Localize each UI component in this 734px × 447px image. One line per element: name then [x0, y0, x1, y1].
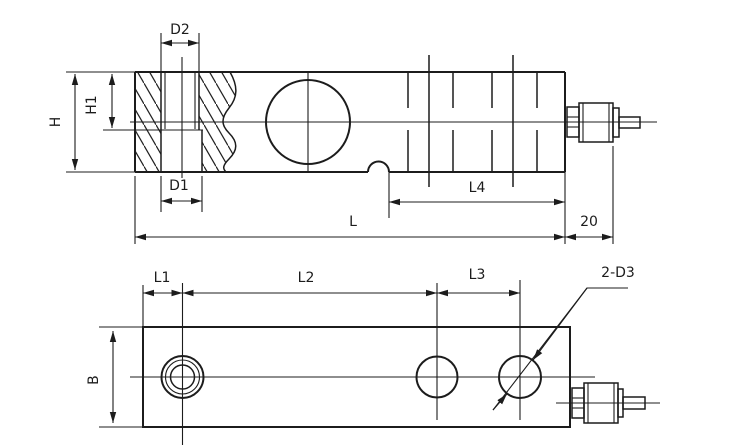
side-view: D2 H H1 D1 L4 L 20 — [48, 22, 657, 244]
dim-label-d2: D2 — [170, 22, 190, 38]
plan-view-dimensions: L1 L2 L3 B 2-D3 — [86, 265, 635, 423]
break-line — [222, 71, 237, 173]
cable-gland-plan — [556, 382, 660, 424]
side-view-extension-lines — [66, 33, 614, 244]
dim-label-d1: D1 — [169, 178, 189, 194]
dim-label-l2: L2 — [298, 270, 315, 286]
plan-view: L1 L2 L3 B 2-D3 — [86, 265, 660, 445]
dim-label-h: H — [48, 117, 64, 128]
threaded-hole-section — [103, 57, 203, 178]
dim-label-2-d3: 2-D3 — [601, 265, 635, 281]
mount-hole-2 — [498, 355, 542, 399]
dim-label-20: 20 — [580, 214, 598, 230]
cable-stub — [618, 116, 641, 129]
pocket-slot-lines — [407, 55, 538, 187]
dim-label-h1: H1 — [84, 95, 100, 114]
side-view-dimensions: D2 H H1 D1 L4 L 20 — [48, 22, 613, 241]
dim-label-l4: L4 — [469, 180, 486, 196]
cable-stub — [622, 396, 646, 410]
blind-hole-notch — [367, 160, 390, 173]
mount-hole-1 — [415, 355, 459, 399]
dim-label-l1: L1 — [154, 270, 171, 286]
dim-label-b: B — [86, 375, 102, 385]
dim-label-l3: L3 — [469, 267, 486, 283]
side-view-outline — [134, 71, 566, 173]
load-hole — [265, 72, 351, 172]
threaded-hole-plan — [160, 355, 205, 399]
cable-gland-side — [566, 102, 641, 143]
plan-view-centerlines — [130, 280, 595, 445]
plan-view-extension-lines — [99, 285, 144, 428]
dim-label-l: L — [349, 214, 357, 230]
hole-diameter-leader — [492, 287, 628, 411]
